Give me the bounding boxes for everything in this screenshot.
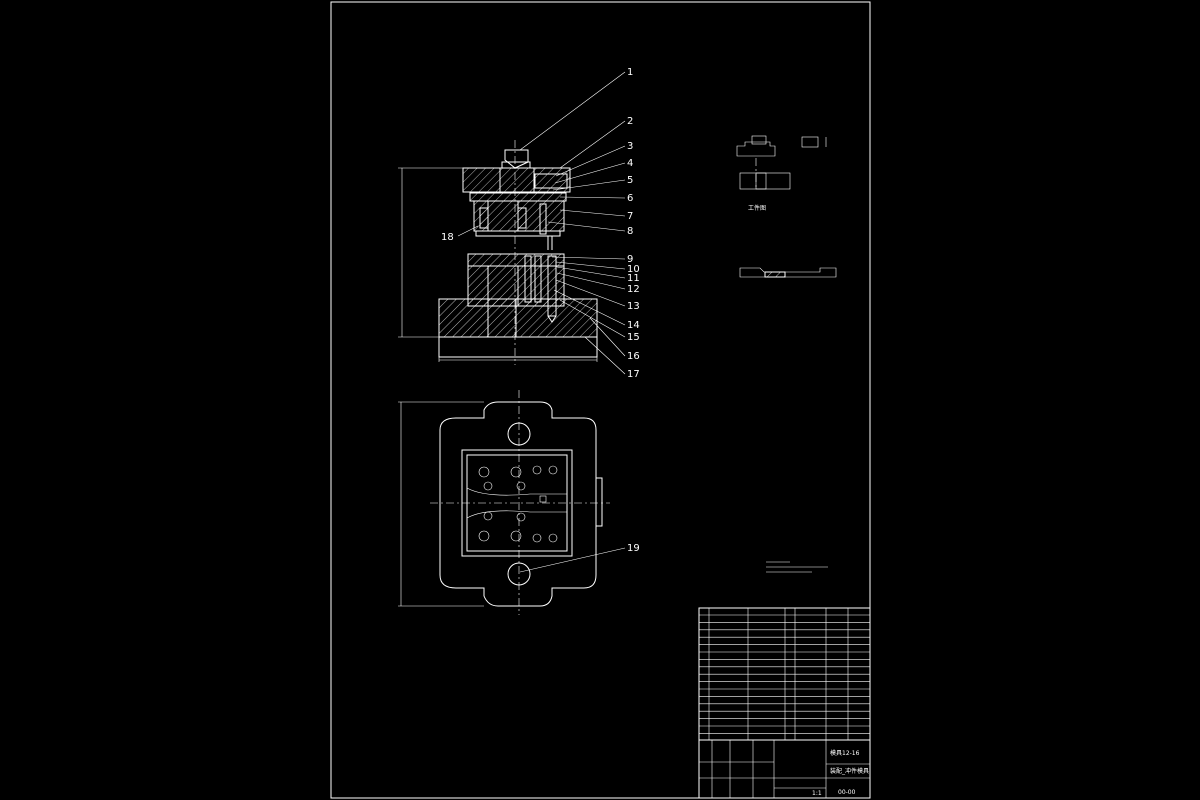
- callout-4: 4: [627, 158, 633, 169]
- callout-19: 19: [627, 543, 640, 554]
- callout-3: 3: [627, 141, 633, 152]
- bom-table: [698, 607, 871, 799]
- workpiece-label: 工件图: [748, 204, 766, 212]
- callout-leaders: [457, 71, 626, 573]
- callout-8: 8: [627, 226, 633, 237]
- drawing-ratio: 1:1: [812, 790, 822, 797]
- workpiece-views: [736, 135, 837, 278]
- technical-notes: [766, 561, 828, 573]
- plan-view: [398, 390, 610, 615]
- sheet-border: [330, 1, 871, 799]
- callout-10: 10: [627, 264, 640, 275]
- callout-6: 6: [627, 193, 633, 204]
- callout-18: 18: [441, 232, 454, 243]
- callout-2: 2: [627, 116, 633, 127]
- callout-5: 5: [627, 175, 633, 186]
- front-section-view: [398, 140, 598, 365]
- callout-7: 7: [627, 211, 633, 222]
- callout-1: 1: [627, 67, 633, 78]
- callout-15: 15: [627, 332, 640, 343]
- series-code: 模具12-16: [830, 749, 860, 757]
- drawing-number: 00-00: [838, 789, 856, 796]
- callout-16: 16: [627, 351, 640, 362]
- callout-14: 14: [627, 320, 640, 331]
- callout-13: 13: [627, 301, 640, 312]
- callout-9: 9: [627, 254, 633, 265]
- callout-11: 11: [627, 273, 640, 284]
- drawing-title: 装配_冲件模具: [830, 767, 869, 775]
- title-block: [699, 739, 870, 798]
- callout-12: 12: [627, 284, 640, 295]
- callout-17: 17: [627, 369, 640, 380]
